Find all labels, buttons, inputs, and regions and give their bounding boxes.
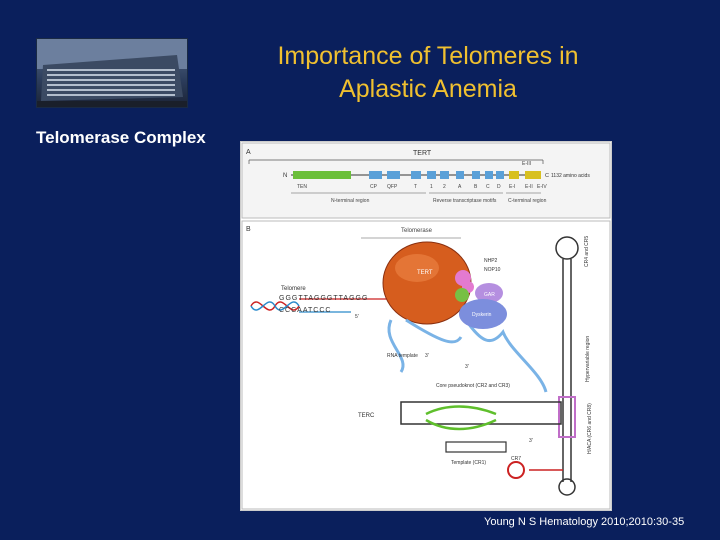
n-terminus-label: N [283, 173, 287, 179]
motif-e4-label: E-IV [537, 184, 547, 190]
cp-label: CP [370, 184, 378, 190]
title-line-2: Aplastic Anemia [339, 75, 517, 103]
cr7-label: CR7 [511, 456, 521, 462]
motif-e4 [535, 171, 541, 179]
panel-a-protein: TERT [413, 150, 432, 157]
motif-1-label: 1 [430, 184, 433, 190]
nop10-label: NOP10 [484, 267, 501, 273]
ten-label: TEN [297, 184, 307, 190]
panel-a-letter: A [246, 149, 251, 156]
slide-title: Importance of Telomeres in Aplastic Anem… [228, 40, 628, 106]
hypervariable-label: Hypervariable region [585, 336, 591, 382]
rt-motifs-label: Reverse transcriptase motifs [433, 198, 497, 204]
sequence-bottom: CCCAATCCC [279, 307, 331, 314]
rna-template-label: RNA template [387, 353, 418, 359]
cr4-cr5-label: CR4 and CR5 [584, 236, 590, 267]
gar-domain [475, 283, 503, 303]
telomerase-label: Telomerase [401, 228, 433, 234]
title-line-1: Importance of Telomeres in [277, 42, 579, 70]
sequence-top: GGGTTAGGGTTAGGG [279, 295, 368, 302]
terc-rna [400, 401, 563, 479]
template-cr1-label: Template (CR1) [451, 460, 486, 466]
c-terminus-label: C [545, 173, 549, 179]
slide-subtitle: Telomerase Complex [36, 128, 206, 147]
building-photo [36, 38, 188, 108]
three-prime-c: 3' [529, 438, 533, 444]
motif-b [472, 171, 480, 179]
citation: Young N S Hematology 2010;2010:30-35 [484, 516, 685, 528]
telomere-label: Telomere [281, 286, 306, 292]
motif-d [496, 171, 504, 179]
qfp-label: QFP [387, 184, 398, 190]
motif-a-label: A [458, 184, 462, 190]
motif-e1 [509, 171, 519, 179]
panel-b-letter: B [246, 226, 251, 233]
motif-a [456, 171, 464, 179]
e3-label: E-III [522, 161, 531, 167]
motif-b-label: B [474, 184, 478, 190]
tert-label: TERT [417, 270, 433, 276]
motif-e2 [525, 171, 535, 179]
motif-c-label: C [486, 184, 490, 190]
three-prime-b: 3' [465, 364, 469, 370]
cr4-cr5-stem-loop [555, 236, 579, 496]
motif-2-label: 2 [443, 184, 446, 190]
qfp-motif [387, 171, 400, 179]
telomerase-figure: A TERT E-III N C 1132 amino acids TEN CP… [240, 141, 612, 511]
motif-c [485, 171, 493, 179]
t-label: T [414, 184, 417, 190]
motif-e2-label: E-II [525, 184, 533, 190]
motif-e1-label: E-I [509, 184, 515, 190]
motif-1 [427, 171, 436, 179]
core-pseudoknot-label: Core pseudoknot (CR2 and CR3) [436, 383, 510, 389]
t-motif [411, 171, 421, 179]
three-prime-a: 3' [425, 353, 429, 359]
dyskerin-label: Dyskerin [472, 312, 492, 318]
five-prime-label: 5' [355, 314, 359, 320]
dyskerin-protein [459, 299, 507, 329]
nhp2-label: NHP2 [484, 258, 498, 264]
green-subunit [455, 288, 469, 302]
ten-domain [293, 171, 351, 179]
haca-label: H/ACA (CR6 and CR8) [587, 403, 593, 454]
cp-motif [369, 171, 382, 179]
gar-label: GAR [484, 292, 495, 298]
motif-d-label: D [497, 184, 501, 190]
c-terminal-region-label: C-terminal region [508, 198, 547, 204]
motif-2 [440, 171, 449, 179]
terc-label: TERC [358, 413, 375, 419]
n-terminal-region-label: N-terminal region [331, 198, 370, 204]
protein-length-label: 1132 amino acids [551, 173, 590, 179]
